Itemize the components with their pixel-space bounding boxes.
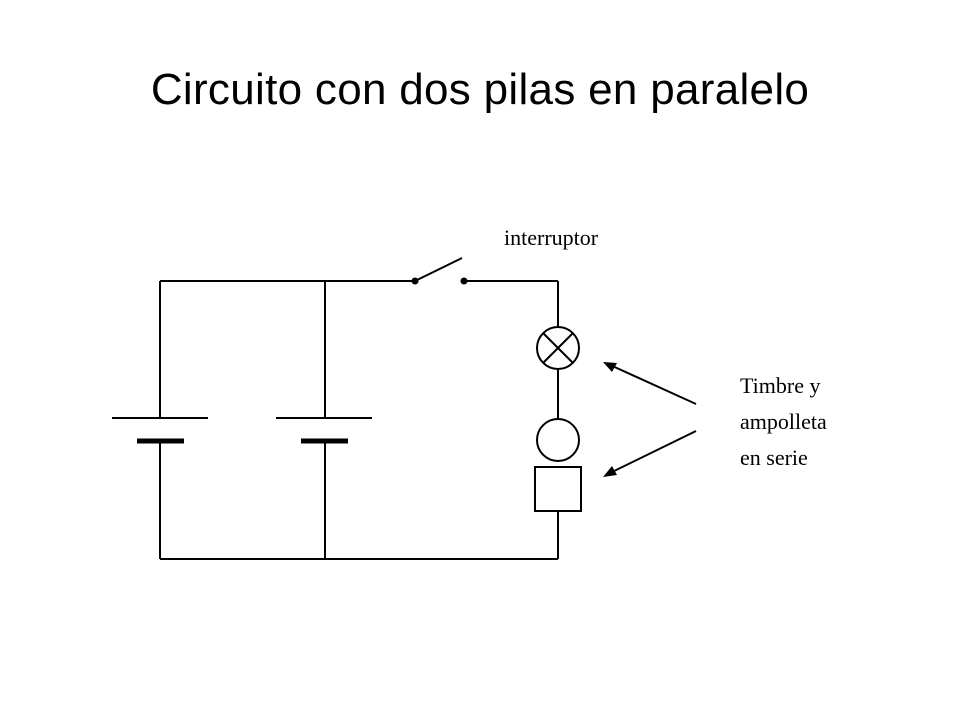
lamp-icon — [536, 326, 580, 370]
arrow-to-lamp — [603, 362, 697, 405]
switch-label: interruptor — [504, 225, 599, 250]
battery-icon — [112, 281, 208, 559]
series-label-line-2: ampolleta — [740, 409, 827, 434]
series-label-line-3: en serie — [740, 445, 808, 470]
arrow-to-bell — [603, 430, 697, 477]
series-label-line-1: Timbre y — [740, 373, 820, 398]
battery-icon — [276, 281, 372, 559]
switch-icon — [411, 257, 468, 285]
slide-title: Circuito con dos pilas en paralelo — [150, 65, 810, 114]
bell-icon — [534, 418, 582, 512]
